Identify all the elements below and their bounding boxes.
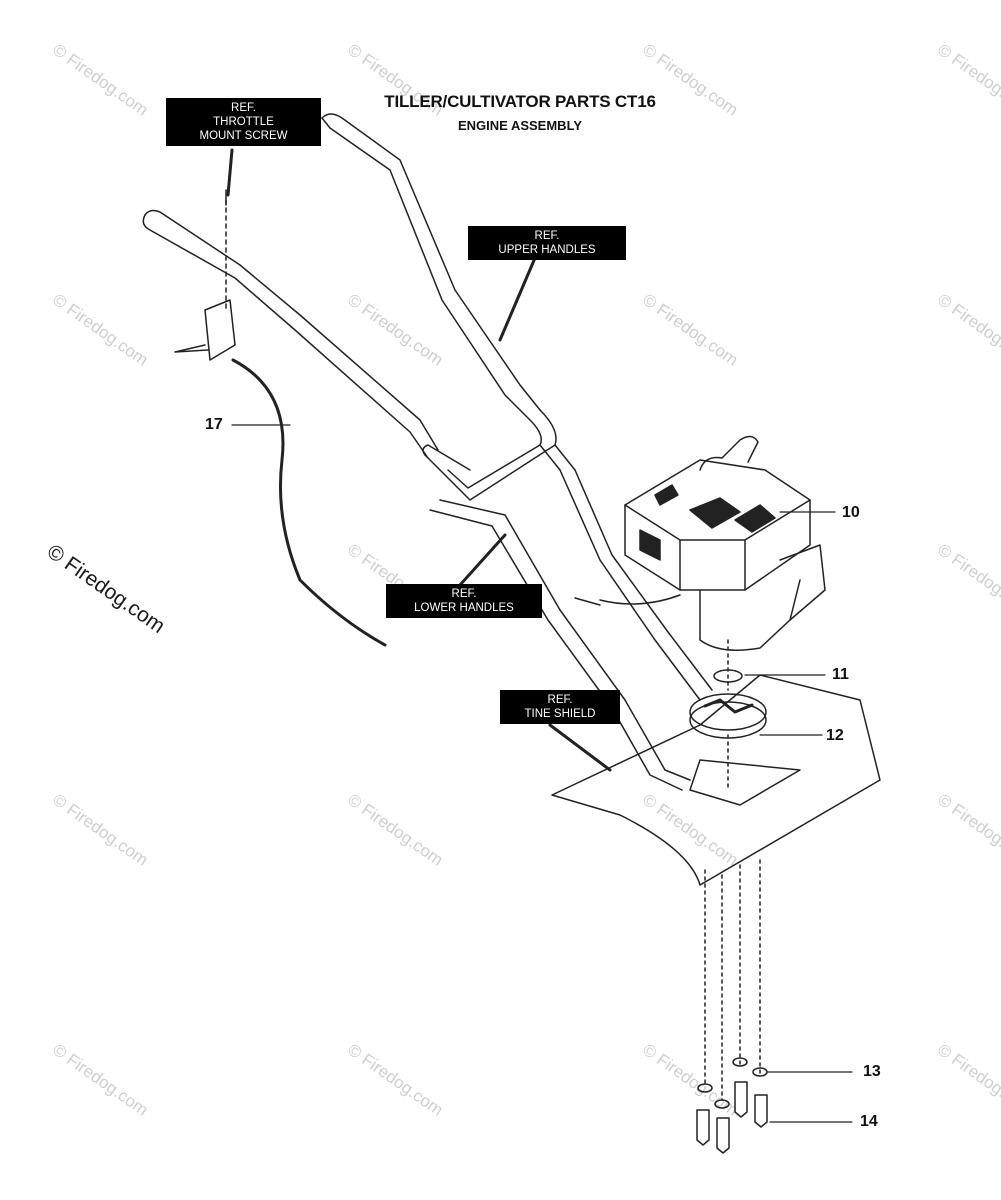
fasteners-drawing: [696, 1057, 768, 1154]
diagram-title: TILLER/CULTIVATOR PARTS CT16 ENGINE ASSE…: [340, 92, 700, 133]
engine-drawing: [574, 435, 826, 651]
ref-label-line: LOWER HANDLES: [414, 602, 514, 614]
ref-label-throttle-mount-screw: REF. THROTTLE MOUNT SCREW: [166, 98, 321, 146]
clutch-12-drawing: [689, 693, 767, 739]
part-number-13: 13: [863, 1063, 881, 1080]
tine-shield-drawing: [551, 674, 881, 886]
ref-label-line: THROTTLE: [213, 116, 274, 128]
title-subtitle: ENGINE ASSEMBLY: [457, 118, 582, 133]
leader-lines: [226, 148, 853, 1123]
title-main: TILLER/CULTIVATOR PARTS CT16: [384, 92, 656, 111]
throttle-cable: [231, 358, 387, 647]
ref-label-lower-handles: REF. LOWER HANDLES: [386, 584, 542, 618]
ref-label-line: UPPER HANDLES: [498, 244, 596, 256]
part-number-17: 17: [205, 416, 223, 433]
part-number-12: 12: [826, 727, 844, 744]
ref-label-line: REF.: [231, 102, 256, 114]
upper-handle-drawing: [142, 113, 557, 501]
ref-label-line: REF.: [547, 694, 573, 706]
ref-label-tine-shield: REF. TINE SHIELD: [500, 690, 620, 724]
part-number-10: 10: [842, 504, 860, 521]
part-number-11: 11: [832, 666, 849, 683]
ref-label-upper-handles: REF. UPPER HANDLES: [468, 226, 626, 260]
ref-label-line: TINE SHIELD: [524, 708, 596, 720]
assembly-guide-lines: [704, 639, 761, 1101]
ref-label-line: REF.: [451, 588, 477, 600]
lower-handle-drawing: [429, 444, 713, 791]
ref-label-line: MOUNT SCREW: [199, 130, 288, 142]
throttle-drawing: [174, 189, 236, 361]
ref-label-line: REF.: [534, 230, 560, 242]
part-number-14: 14: [860, 1113, 878, 1130]
